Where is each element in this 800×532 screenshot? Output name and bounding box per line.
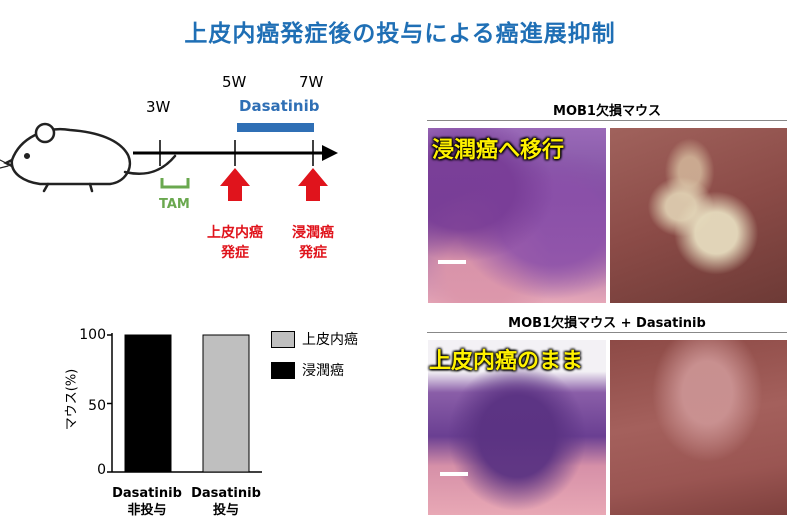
panel-1-overlay: 浸潤癌へ移行 bbox=[432, 138, 565, 163]
legend-swatch-carcinoma-in-situ bbox=[271, 331, 295, 348]
panel-1-title: MOB1欠損マウス bbox=[553, 104, 661, 119]
legend-swatch-invasive-cancer bbox=[271, 362, 295, 379]
scale-bar bbox=[440, 472, 468, 476]
bar-chart bbox=[107, 333, 262, 473]
y-tick-0: 0 bbox=[97, 462, 106, 478]
histology-image-in-situ bbox=[428, 340, 606, 515]
page-title: 上皮内癌発症後の投与による癌進展抑制 bbox=[184, 21, 616, 47]
panel-divider bbox=[427, 332, 787, 333]
y-tick-50: 50 bbox=[88, 398, 106, 414]
event-2-label: 浸潤癌 発症 bbox=[292, 225, 334, 261]
legend-label: 浸潤癌 bbox=[302, 363, 344, 379]
histology-image-invasive bbox=[428, 128, 606, 303]
marker-5w: 5W bbox=[222, 73, 247, 91]
bar-untreated bbox=[124, 334, 172, 473]
marker-3w: 3W bbox=[146, 98, 171, 116]
event-arrow bbox=[220, 168, 250, 201]
event-1-label: 上皮内癌 発症 bbox=[207, 225, 263, 261]
bar-treated bbox=[202, 334, 250, 473]
marker-7w: 7W bbox=[299, 73, 324, 91]
dasatinib-bar bbox=[237, 123, 314, 132]
panel-2-overlay: 上皮内癌のまま bbox=[429, 349, 584, 374]
y-axis-label: マウス(%) bbox=[64, 368, 80, 431]
tam-label: TAM bbox=[159, 197, 190, 212]
x-category-label: Dasatinib 非投与 bbox=[112, 486, 182, 518]
y-tick-100: 100 bbox=[79, 327, 106, 343]
panel-2-title: MOB1欠損マウス + Dasatinib bbox=[508, 316, 706, 331]
event-arrow bbox=[298, 168, 328, 201]
timeline-diagram bbox=[0, 122, 338, 201]
x-category-label: Dasatinib 投与 bbox=[191, 486, 261, 518]
oral-photo-invasive bbox=[610, 128, 787, 303]
panel-divider bbox=[427, 120, 787, 121]
scale-bar bbox=[438, 260, 466, 264]
tam-bracket bbox=[160, 178, 190, 189]
oral-photo-in-situ bbox=[610, 340, 787, 515]
legend-label: 上皮内癌 bbox=[302, 332, 358, 348]
dasatinib-label: Dasatinib bbox=[239, 97, 320, 115]
mouse-icon bbox=[0, 122, 177, 193]
